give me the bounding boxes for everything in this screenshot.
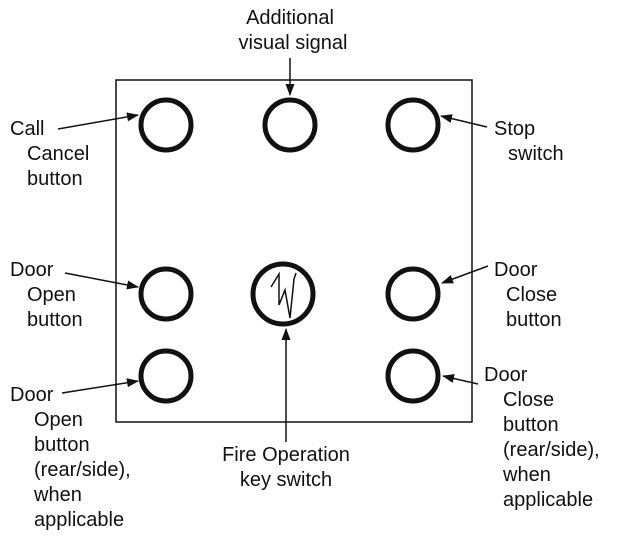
- panel-outline: [115, 79, 473, 423]
- stop-switch-label: Stop switch: [494, 118, 564, 165]
- additional-signal-label: Additional visual signal: [238, 7, 348, 54]
- arrow-door-open: [64, 272, 139, 290]
- stop-switch: [385, 97, 441, 153]
- door-open-rear-button: [138, 348, 194, 404]
- arrow-stop-switch: [440, 114, 488, 128]
- arrow-door-open-rear: [61, 378, 139, 394]
- arrow-call-cancel: [57, 112, 139, 130]
- door-open-label: Door Open button: [10, 259, 83, 331]
- fire-operation-key-switch: [250, 261, 316, 327]
- key-switch-zigzag-icon: [270, 271, 297, 319]
- additional-visual-signal: [262, 97, 318, 153]
- call-cancel-button: [138, 97, 194, 153]
- door-close-button: [385, 266, 441, 322]
- call-cancel-label: Call Cancel button: [10, 118, 90, 190]
- door-close-label: Door Close button: [494, 259, 562, 331]
- fire-operation-label: Fire Operation key switch: [222, 444, 350, 491]
- arrow-door-close: [441, 265, 489, 284]
- door-close-rear-label: Door Close button (rear/side), when appl…: [484, 364, 600, 511]
- door-close-rear-button: [385, 348, 441, 404]
- arrow-door-close-rear: [442, 374, 479, 385]
- door-open-button: [138, 266, 194, 322]
- door-open-rear-label: Door Open button (rear/side), when appli…: [10, 384, 131, 531]
